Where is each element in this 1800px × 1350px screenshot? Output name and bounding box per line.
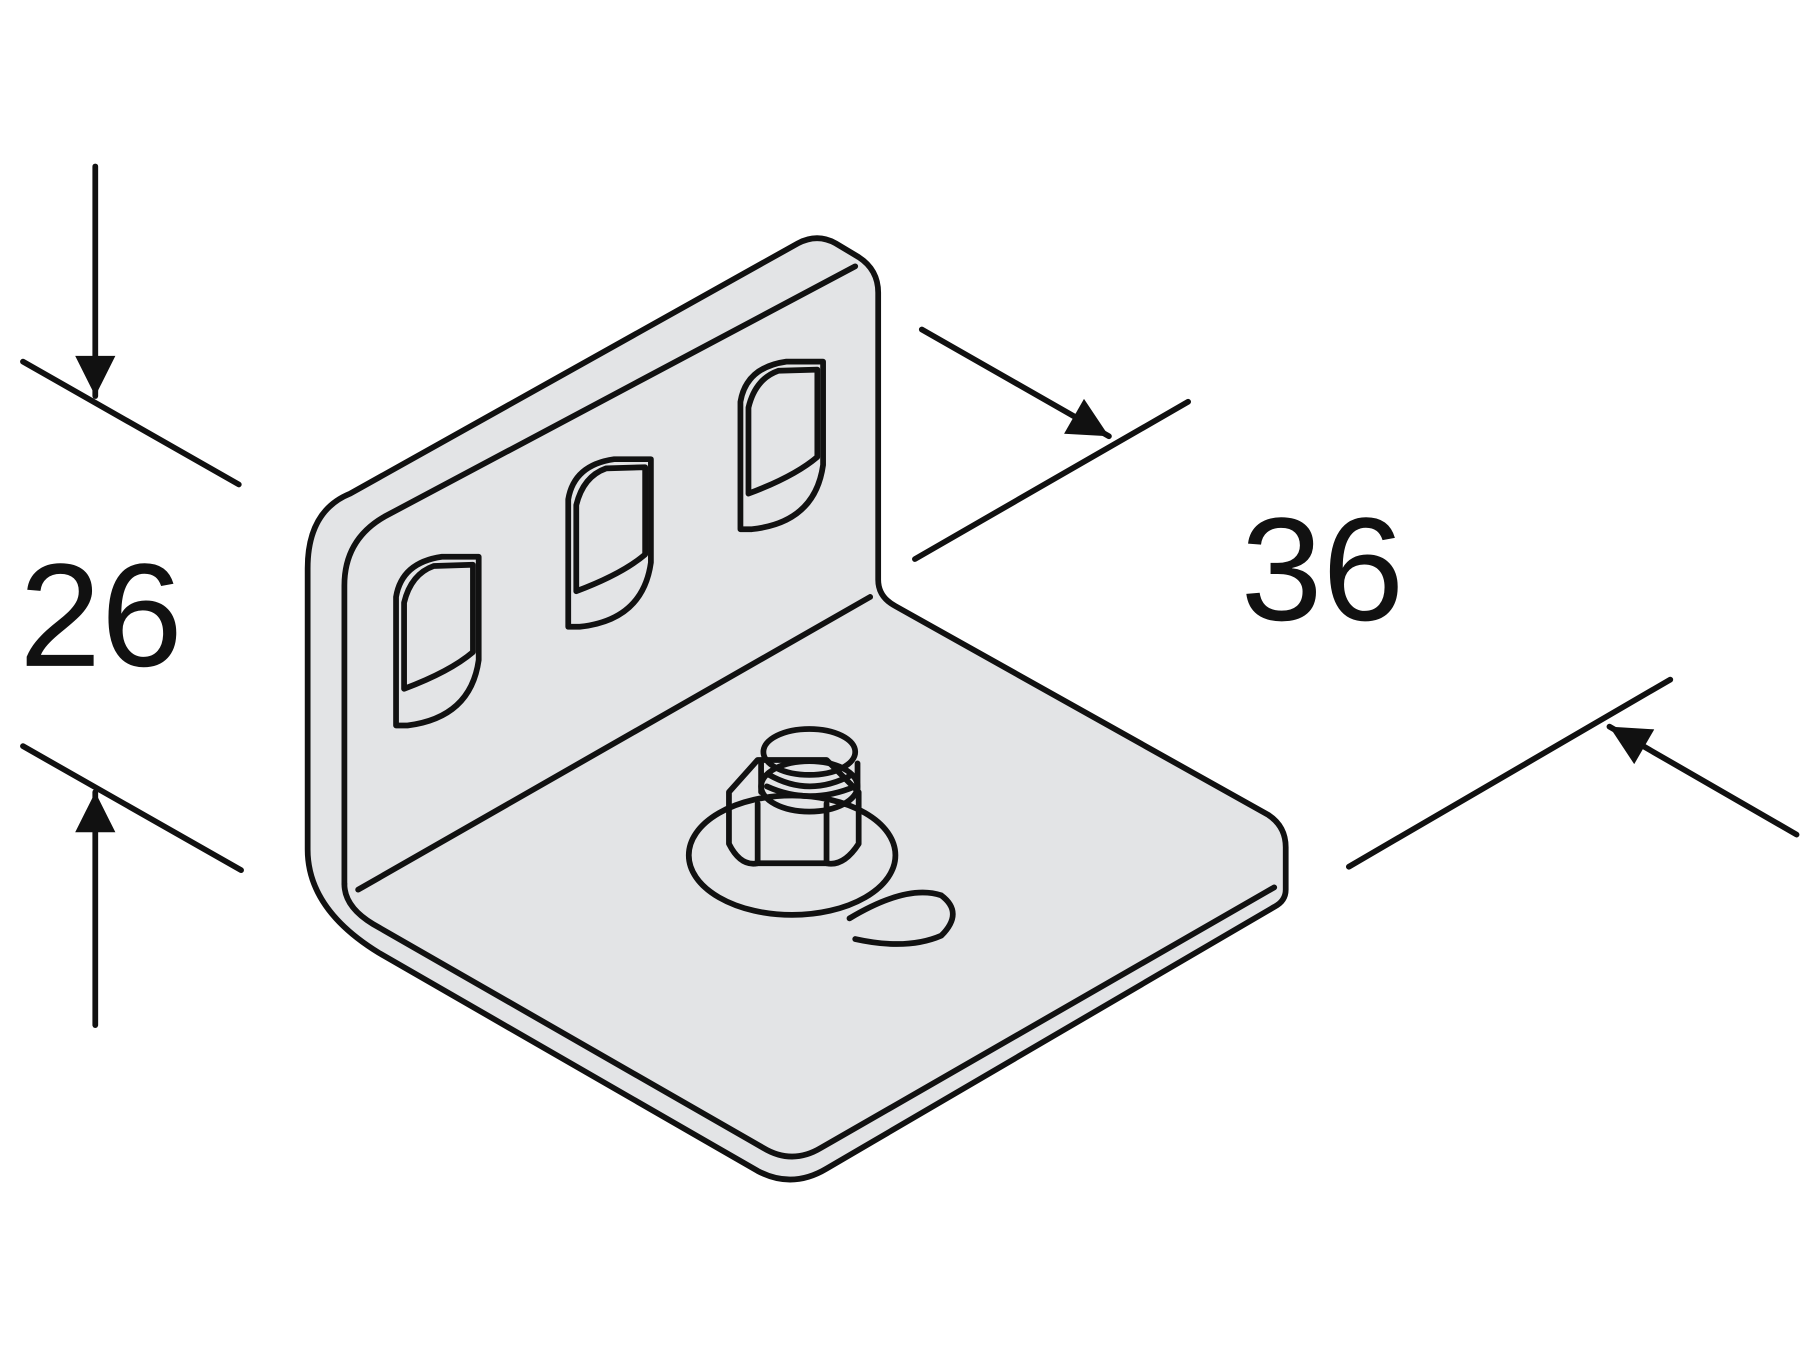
angle-bracket bbox=[304, 235, 1289, 1183]
fold-line bbox=[355, 594, 874, 893]
height-dimension-label: 26 bbox=[19, 534, 182, 698]
extension-line-front bbox=[1345, 676, 1674, 870]
arrow-diagonal-in-icon bbox=[1606, 723, 1800, 838]
bolt-assembly bbox=[685, 726, 956, 947]
extension-line-back bbox=[912, 398, 1192, 562]
inner-edge-vertical bbox=[341, 263, 859, 887]
bracket-outline bbox=[304, 235, 1289, 1183]
base-front-edge bbox=[341, 881, 1278, 1160]
dimension-width: 36 bbox=[912, 326, 1800, 870]
slot-holes bbox=[393, 358, 826, 729]
extension-line-top bbox=[20, 358, 242, 488]
extension-line-bottom bbox=[20, 743, 244, 874]
arrow-diagonal-in-icon bbox=[918, 326, 1112, 440]
dimension-height: 26 bbox=[19, 163, 244, 1028]
width-dimension-label: 36 bbox=[1241, 488, 1404, 652]
